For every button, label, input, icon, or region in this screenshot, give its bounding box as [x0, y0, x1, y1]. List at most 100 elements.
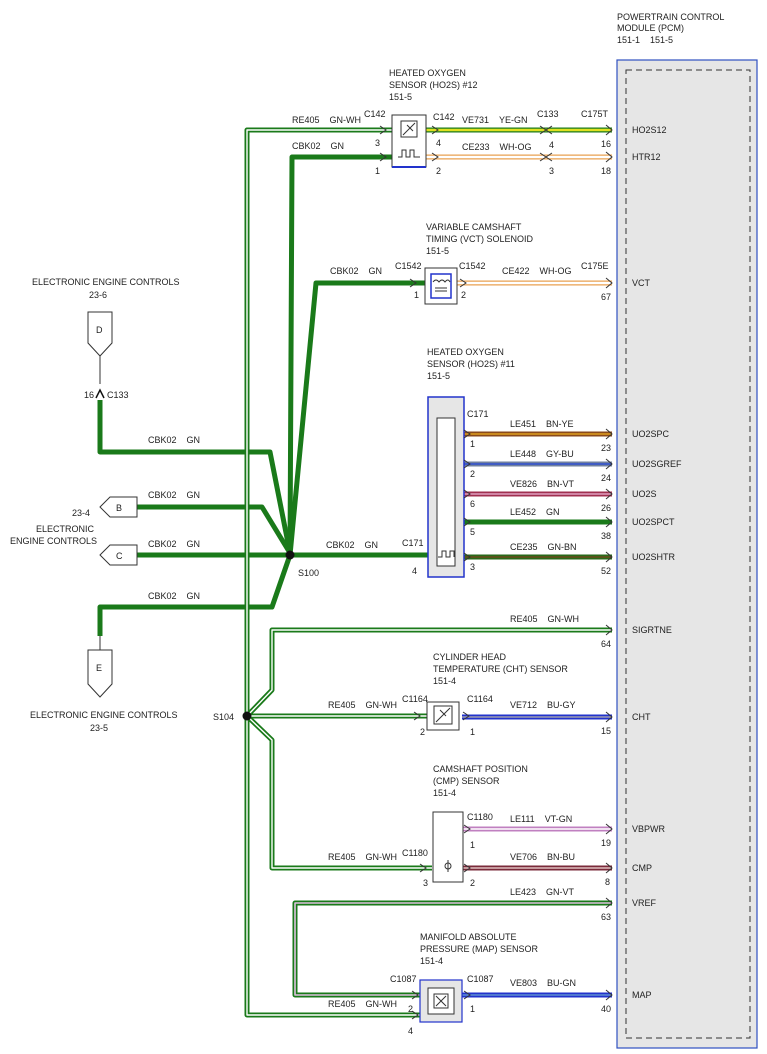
cmp-pwr-pin: 1 [470, 840, 475, 850]
pcm-pin-name-uo2sgref: UO2SGREF [632, 459, 682, 469]
map-sensor[interactable] [419, 979, 463, 1023]
offpage-d[interactable]: D [87, 311, 113, 357]
offpage-e-letter: E [96, 663, 102, 673]
cht-sig-conn: C1164 [467, 694, 493, 704]
ho2s12-gnd-b-pin: 1 [375, 166, 380, 176]
cht-sensor[interactable] [426, 701, 460, 731]
pcm-pin-name-uo2shtr: UO2SHTR [632, 552, 676, 562]
offpage-bc-l1: ELECTRONIC [36, 524, 95, 534]
pcm-pin-arrow [605, 711, 613, 723]
splice-s100-label: S100 [298, 568, 319, 578]
pcm-pin-name-uo2spc: UO2SPC [632, 429, 670, 439]
offpage-e-title: ELECTRONIC ENGINE CONTROLS [30, 710, 178, 720]
pcm-pin-arrow [605, 124, 613, 136]
pcm-pin-number: 67 [601, 292, 611, 302]
ho2s11-title-2: SENSOR (HO2S) #11 [427, 359, 515, 369]
offpage-b[interactable]: B [99, 496, 138, 518]
ho2s11-gnd-pin: 4 [412, 566, 417, 576]
pcm-pin-name-vbpwr: VBPWR [632, 824, 666, 834]
ho2s11-gnd-conn: C171 [402, 538, 424, 548]
offpage-c[interactable]: C [99, 544, 138, 566]
pcm-pin-number: 18 [601, 166, 611, 176]
cmp-sensor[interactable] [432, 811, 464, 883]
ho2s11-pin: 1 [470, 439, 475, 449]
pcm-pin-arrow [605, 151, 613, 163]
ho2s11-pin-arrow [463, 459, 471, 469]
map-title-3: 151-4 [420, 956, 443, 966]
pcm-pin-number: 52 [601, 566, 611, 576]
vct-sig-conn1: C1542 [459, 261, 486, 271]
map-sig-pin: 1 [470, 1004, 475, 1014]
cmp-inline-arrows [419, 824, 471, 873]
ho2s11-pin: 3 [470, 562, 475, 572]
pcm-pin-number: 40 [601, 1004, 611, 1014]
cht-title-3: 151-4 [433, 676, 456, 686]
offpage-c-letter: C [116, 551, 123, 561]
ho2s11-conn: C171 [467, 409, 489, 419]
vct-sig-pin: 2 [461, 290, 466, 300]
pcm-pin-name-htr12: HTR12 [632, 152, 661, 162]
ho2s12-sig-pin1: 4 [436, 138, 441, 148]
vct-solenoid[interactable] [424, 267, 458, 305]
offpage-d-letter: D [96, 325, 103, 335]
pcm-pin-arrow [605, 551, 613, 563]
pcm-pin-arrow [605, 823, 613, 835]
cmp-sig-pin: 2 [470, 878, 475, 888]
pcm-pin-number: 64 [601, 639, 611, 649]
vct-title-1: VARIABLE CAMSHAFT [426, 222, 522, 232]
cmp-gnd-pin: 3 [423, 878, 428, 888]
cmp-title-1: CAMSHAFT POSITION [433, 764, 528, 774]
offpage-bc-ref: 23-4 [72, 508, 90, 518]
ho2s11-pin-arrow [463, 429, 471, 439]
vct-gnd-pin: 1 [414, 290, 419, 300]
splice-s104 [242, 711, 252, 721]
cht-gnd-conn: C1164 [402, 694, 428, 704]
vct-title-3: 151-5 [426, 246, 449, 256]
pcm-pin-number: 8 [605, 877, 610, 887]
cmp-conn: C1180 [467, 812, 493, 822]
return-wires [244, 127, 612, 1018]
ho2s12-sig-conn3: C175T [581, 109, 609, 119]
ho2s11-title-1: HEATED OXYGEN [427, 347, 504, 357]
map-inline-arrows [411, 990, 471, 1020]
ho2s12-sensor[interactable] [391, 114, 427, 168]
ho2s12-sig-pin2: 4 [549, 140, 554, 150]
pcm-pin-arrow [605, 277, 613, 289]
cht-title-2: TEMPERATURE (CHT) SENSOR [433, 664, 568, 674]
pcm-pin-number: 15 [601, 726, 611, 736]
offpage-e[interactable]: E [87, 649, 113, 698]
ho2s11-sensor[interactable] [427, 396, 465, 578]
pcm-pin-arrow [605, 897, 613, 909]
pcm-pin-arrow [605, 488, 613, 500]
pcm-pin-arrow [605, 428, 613, 440]
offpage-b-letter: B [116, 503, 122, 513]
pcm-pin-name-vref: VREF [632, 898, 657, 908]
pcm-pin-name-map: MAP [632, 990, 652, 1000]
ho2s12-sig-conn1: C142 [433, 112, 455, 122]
cht-gnd-pin: 2 [420, 727, 425, 737]
splice-s100 [285, 550, 295, 560]
cht-title-1: CYLINDER HEAD [433, 652, 507, 662]
ground-trunks [97, 154, 430, 636]
pcm-pin-name-cht: CHT [632, 712, 651, 722]
pcm-pin-arrow [605, 989, 613, 1001]
splice-s104-label: S104 [213, 712, 234, 722]
